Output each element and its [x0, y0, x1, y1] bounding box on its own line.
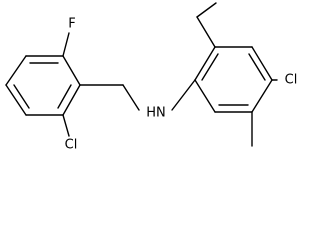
- right-benzene-ring: [194, 46, 273, 113]
- bond-ch2-to-nh: [122, 84, 140, 111]
- bond-oxygen-to-methyl: [196, 2, 217, 18]
- amine-label: HN: [146, 106, 166, 121]
- double-bond-inner: [248, 53, 266, 81]
- bond-ring-to-oxygen: [196, 16, 216, 48]
- bond: [251, 46, 273, 81]
- left-benzene-ring: [5, 55, 81, 116]
- chemical-structure-diagram: F Cl HN Cl: [5, 2, 298, 153]
- bond: [194, 46, 216, 81]
- bond: [5, 55, 27, 86]
- bond: [62, 55, 81, 86]
- bond: [62, 84, 81, 116]
- bond-to-fluorine: [62, 32, 70, 57]
- double-bond-inner: [57, 84, 72, 109]
- double-bond-inner: [201, 53, 219, 81]
- bond: [194, 79, 216, 113]
- fluorine-label: F: [68, 17, 75, 32]
- bond-to-chlorine-left: [62, 114, 70, 137]
- bond: [5, 84, 27, 116]
- chlorine-left-label: Cl: [65, 138, 78, 153]
- chlorine-right-label: Cl: [285, 73, 298, 88]
- bond: [251, 79, 273, 113]
- bond-nh-to-ring: [171, 79, 196, 111]
- double-bond-inner: [13, 84, 30, 109]
